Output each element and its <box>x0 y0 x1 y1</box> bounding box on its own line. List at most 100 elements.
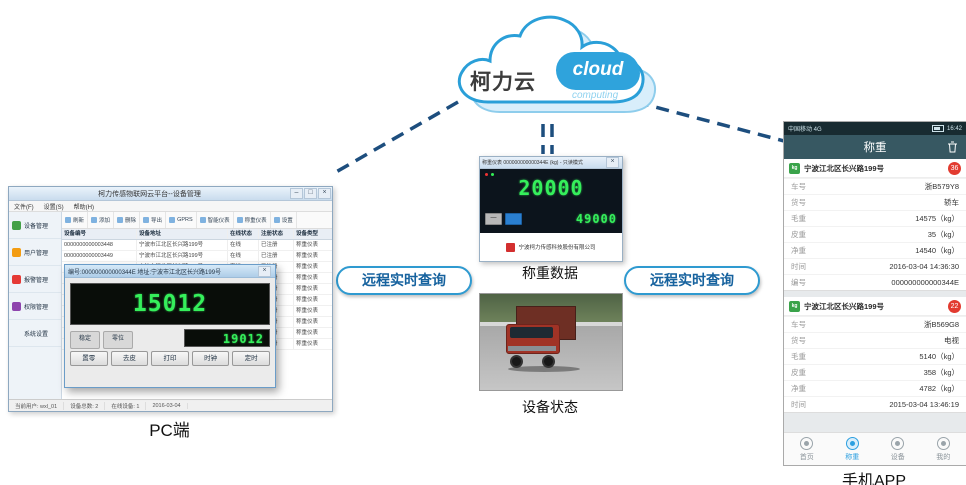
field-label: 时间 <box>791 400 806 409</box>
sidebar-item[interactable]: 权限管理 <box>9 293 61 320</box>
popup-body: 15012 稳定零位 19012 置零去皮打印时钟定时 <box>65 278 275 387</box>
close-button[interactable]: × <box>606 157 619 168</box>
field-label: 货号 <box>791 336 806 345</box>
toolbar-button-label: 设置 <box>281 218 293 224</box>
field-row: 货号 电视 <box>784 332 966 348</box>
scale-action-button[interactable]: 定时 <box>232 351 270 366</box>
toolbar-button[interactable]: 智能仪表 <box>197 212 234 228</box>
sidebar-item-label: 系统设置 <box>24 331 49 338</box>
cell-device-type: 称重仪表 <box>296 297 319 303</box>
menu-item[interactable]: 文件(F) <box>14 204 34 211</box>
tab-item[interactable]: 首页 <box>784 433 830 465</box>
toolbar-button-label: 添加 <box>99 218 111 224</box>
field-value: 轿车 <box>944 198 959 207</box>
toolbar-button[interactable]: 删除 <box>114 212 141 228</box>
scale-action-button[interactable]: 打印 <box>151 351 189 366</box>
field-row: 净重 4782（kg） <box>784 380 966 396</box>
tab-label: 我的 <box>936 453 951 461</box>
sidebar-item[interactable]: 设备管理 <box>9 212 61 239</box>
scale-action-button[interactable]: 去皮 <box>110 351 149 366</box>
field-value: 5140（kg） <box>919 352 959 361</box>
toolbar-button[interactable]: 刷新 <box>62 212 89 228</box>
indicator-window: 称重仪表 000000000000344E (kg) - 只读模式 × 2000… <box>479 156 623 262</box>
field-row: 车号 浙B579Y8 <box>784 178 966 194</box>
toolbar-button[interactable]: 添加 <box>88 212 115 228</box>
toolbar-button[interactable]: 导出 <box>140 212 167 228</box>
card-fields: 车号 浙B579Y8 货号 轿车 毛重 14575（kg） <box>784 178 966 290</box>
battery-icon <box>931 125 944 132</box>
status-item: 设备总数: 2 <box>64 401 106 410</box>
field-value: 电视 <box>944 336 959 345</box>
cell-online-status: 在线 <box>228 251 259 261</box>
tab-icon <box>891 436 905 450</box>
cell-device-type: 称重仪表 <box>296 341 319 347</box>
maximize-button[interactable]: □ <box>304 188 317 199</box>
tab-icon <box>845 436 859 450</box>
cell-online-status: 在线 <box>228 240 259 250</box>
company-name: 宁波柯力传感科技股份有限公司 <box>518 245 596 251</box>
field-label: 毛重 <box>791 214 806 223</box>
trash-icon[interactable] <box>947 141 958 153</box>
minimize-button[interactable]: – <box>290 188 303 199</box>
record-count-badge: 22 <box>948 299 961 313</box>
sidebar-item[interactable]: 报警管理 <box>9 266 61 293</box>
app-header: 称重 <box>784 135 966 159</box>
toolbar-button[interactable]: 称重仪表 <box>234 212 271 228</box>
sidebar-item-label: 权限管理 <box>24 304 49 311</box>
function-button[interactable] <box>505 213 522 225</box>
weigh-record-card[interactable]: 宁波江北区长兴路199号 22 车号 浙B569G8 货号 电视 <box>784 297 966 413</box>
sidebar-item-label: 报警管理 <box>24 277 49 284</box>
sidebar-item[interactable]: 系统设置 <box>9 320 61 347</box>
menu-item[interactable]: 设置(S) <box>43 204 64 211</box>
pc-sidebar: 设备管理 用户管理 报警管理 权限管理 <box>9 212 62 399</box>
weight-display-sub: 19012 <box>184 329 270 347</box>
field-row: 毛重 14575（kg） <box>784 210 966 226</box>
field-value: 2015-03-04 13:46:19 <box>889 400 959 409</box>
phone-statusbar: 中国移动 4G 16:42 <box>784 122 966 135</box>
truck-wheel <box>510 355 523 368</box>
tab-item[interactable]: 称重 <box>830 433 876 465</box>
weigh-record-card[interactable]: 宁波江北区长兴路199号 36 车号 浙B579Y8 货号 轿车 <box>784 159 966 291</box>
truck-photo <box>479 293 623 391</box>
field-label: 毛重 <box>791 352 806 361</box>
tab-label: 首页 <box>799 453 814 461</box>
field-row: 时间 2015-03-04 13:46:19 <box>784 396 966 412</box>
indicator-button[interactable]: 零位 <box>103 331 133 349</box>
toolbar-button-icon <box>91 217 98 223</box>
field-value: 4782（kg） <box>919 384 959 393</box>
scale-action-button[interactable]: 时钟 <box>191 351 230 366</box>
toolbar-button-label: 称重仪表 <box>244 218 267 224</box>
close-button[interactable]: × <box>318 188 331 199</box>
cloud-title: 柯力云 <box>470 71 536 94</box>
sidebar-item[interactable]: 用户管理 <box>9 239 61 266</box>
connector-cloud-to-pc <box>335 100 459 174</box>
truck-wheel <box>542 355 555 368</box>
toolbar-button-icon <box>273 217 280 223</box>
table-row[interactable]: 0000000000003448 宁波市江北区长兴路199号 在线 已注册 称重… <box>62 240 332 251</box>
column-header: 在线状态 <box>228 229 259 239</box>
table-row[interactable]: 0000000000003449 宁波市江北区长兴路199号 在线 已注册 称重… <box>62 251 332 262</box>
caption-device-status: 设备状态 <box>522 399 578 415</box>
field-row: 皮重 35（kg） <box>784 226 966 242</box>
toolbar-button[interactable]: GPRS <box>166 212 197 228</box>
cloud-computing-logo: cloud <box>556 52 640 90</box>
close-button[interactable]: × <box>258 265 271 277</box>
mobile-app-screen: 中国移动 4G 16:42 称重 宁波江北区长兴路199号 36 <box>783 121 966 466</box>
toolbar-button[interactable]: 设置 <box>271 212 297 228</box>
sidebar-item-label: 设备管理 <box>24 223 49 230</box>
cell-register-status: 已注册 <box>259 251 294 261</box>
cell-device-type: 称重仪表 <box>296 275 319 281</box>
tab-item[interactable]: 设备 <box>875 433 921 465</box>
indicator-button[interactable]: 稳定 <box>70 331 100 349</box>
truck-windshield <box>510 327 553 338</box>
tare-weight-display: 49000 <box>575 212 617 226</box>
keli-logo-icon <box>506 242 516 252</box>
status-item: 当前用户: wxl_01 <box>9 401 65 410</box>
menu-item[interactable]: 帮助(H) <box>73 204 95 211</box>
scale-action-button[interactable]: 置零 <box>70 351 108 366</box>
field-value: 浙B579Y8 <box>924 182 959 191</box>
tab-item[interactable]: 我的 <box>921 433 966 465</box>
minus-button[interactable]: — <box>485 213 502 225</box>
field-row: 编号 000000000000344E <box>784 274 966 290</box>
